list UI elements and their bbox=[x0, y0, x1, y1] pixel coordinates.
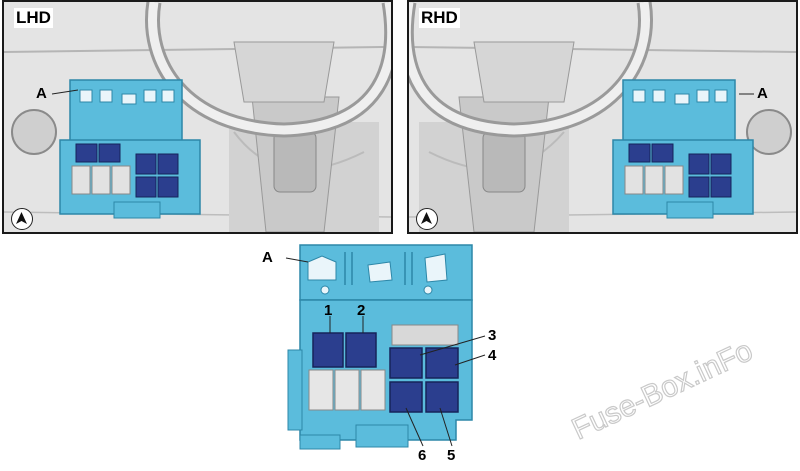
rhd-panel: RHD A bbox=[407, 0, 798, 234]
lhd-dashboard-illustration bbox=[4, 2, 391, 232]
fuse-number-1: 1 bbox=[324, 302, 333, 319]
rhd-label: RHD bbox=[419, 8, 460, 28]
rhd-dashboard-illustration bbox=[409, 2, 796, 232]
fuse-number-4: 4 bbox=[488, 347, 497, 364]
rhd-callout-a: A bbox=[757, 85, 768, 102]
lhd-callout-a: A bbox=[36, 85, 47, 102]
lhd-label: LHD bbox=[14, 8, 53, 28]
watermark-logo: Fuse-Box.inFo bbox=[568, 340, 758, 447]
watermark-text: Fuse-Box.inFo bbox=[568, 340, 758, 446]
fuse-number-6: 6 bbox=[418, 447, 427, 464]
detail-callout-a: A bbox=[262, 249, 273, 266]
fuse-number-2: 2 bbox=[357, 302, 366, 319]
fuse-number-3: 3 bbox=[488, 327, 497, 344]
north-arrow-icon bbox=[416, 208, 438, 230]
fuse-number-5: 5 bbox=[447, 447, 456, 464]
north-arrow-icon bbox=[11, 208, 33, 230]
lhd-panel: LHD A bbox=[2, 0, 393, 234]
